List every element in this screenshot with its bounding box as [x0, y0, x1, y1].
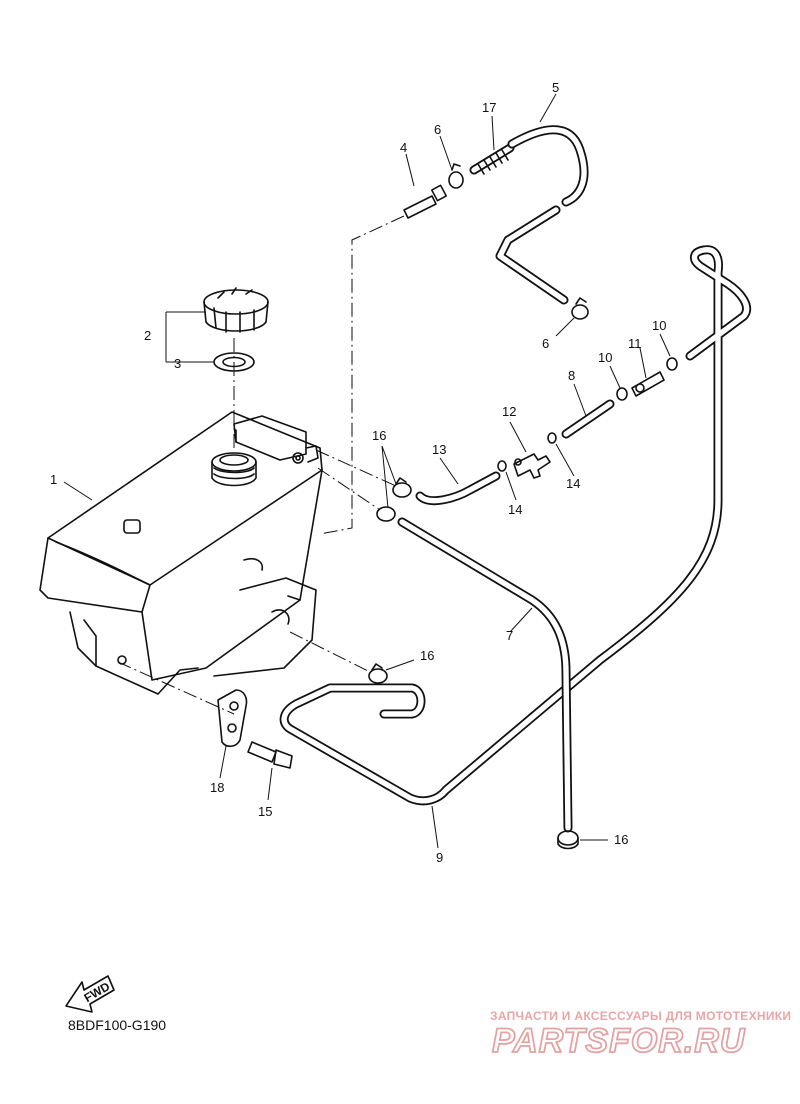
corrugated-hose — [469, 143, 515, 175]
hose-clamp-16-c — [368, 663, 388, 684]
callout-12: 12 — [502, 404, 516, 419]
hose-clamp-upper — [448, 163, 464, 189]
clip-14-left — [497, 460, 507, 472]
tee-joint — [513, 453, 551, 479]
coolant-reservoir-tank — [39, 411, 323, 695]
collar-18 — [217, 689, 248, 748]
callout-11: 11 — [628, 336, 642, 351]
callout-14-left: 14 — [508, 502, 522, 517]
fwd-label: FWD — [82, 979, 113, 1005]
callout-4: 4 — [400, 140, 407, 155]
callout-15: 15 — [258, 804, 272, 819]
watermark-logo: PARTSFOR.RU — [492, 1022, 746, 1060]
callout-10-left: 10 — [598, 350, 612, 365]
reservoir-cap — [203, 287, 269, 333]
callout-9: 9 — [436, 850, 443, 865]
callout-3: 3 — [174, 356, 181, 371]
watermark-tagline: ЗАПЧАСТИ И АКСЕССУАРЫ ДЛЯ МОТОТЕХНИКИ — [490, 1009, 791, 1023]
hose-13 — [415, 471, 501, 506]
callout-6-upper: 6 — [434, 122, 441, 137]
hose-clamp-16-b — [376, 506, 396, 522]
hose-5 — [495, 125, 589, 305]
callout-18: 18 — [210, 780, 224, 795]
callout-16-middle: 16 — [420, 648, 434, 663]
callout-6-lower: 6 — [542, 336, 549, 351]
hose-joint — [631, 371, 665, 397]
callout-8: 8 — [568, 368, 575, 383]
callout-5: 5 — [552, 80, 559, 95]
hose-8 — [561, 399, 615, 439]
callout-13: 13 — [432, 442, 446, 457]
hose-7 — [397, 517, 573, 833]
callout-17: 17 — [482, 100, 496, 115]
bolt — [403, 184, 448, 219]
callout-10-right: 10 — [652, 318, 666, 333]
hose-clamp-16-d — [557, 830, 579, 850]
hose-clamp-lower — [571, 297, 589, 320]
callout-16-lower: 16 — [614, 832, 628, 847]
hose-9 — [279, 245, 752, 806]
callout-14-right: 14 — [566, 476, 580, 491]
callout-16-upper: 16 — [372, 428, 386, 443]
hose-clamp-16-a — [392, 477, 412, 498]
clip-10-left — [616, 387, 628, 401]
clip-14-right — [547, 432, 557, 444]
callout-2: 2 — [144, 328, 151, 343]
bolt-15 — [247, 741, 293, 769]
part-code: 8BDF100-G190 — [68, 1017, 166, 1033]
callout-1: 1 — [50, 472, 57, 487]
callout-7: 7 — [506, 628, 513, 643]
clip-10-right — [666, 357, 678, 371]
fwd-arrow-icon: FWD — [65, 975, 115, 1013]
